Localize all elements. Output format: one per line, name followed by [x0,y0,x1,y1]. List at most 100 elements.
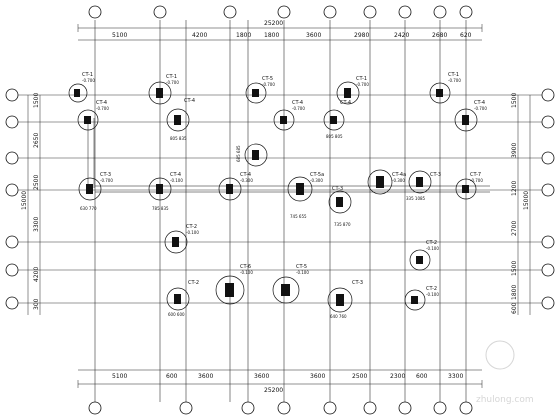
top-dim-5: 3600 [306,32,321,39]
footing-f8: CT-4 805 805 [323,100,351,139]
footing-dims: 785 835 [152,206,169,211]
footing-f25: CT-2 -0.100 [409,240,439,271]
footing-f4: CT-4 805 835 [166,98,195,141]
bottom-overall-dimension: 25200 [77,380,483,394]
footing-dims: 640 760 [330,314,347,319]
footing-elev: -0.700 [166,80,179,85]
footing-f11: CT-3 -0.700 630 770 [78,172,113,211]
grade-beams [87,118,490,193]
bottom-axis-bubbles [88,401,473,415]
footing-elev: -0.700 [100,178,113,183]
footing-dims: 735 870 [334,222,351,227]
right-axis-bubbles [541,88,555,310]
footing-dims: 805 835 [170,136,187,141]
footing-f17: CT-4a -0.300 [367,169,406,195]
footing-mark: CT-4 [340,100,351,106]
left-dim-4: 3300 [33,217,40,232]
right-dim-5: 1500 [511,261,518,276]
top-dim-2: 4200 [192,32,207,39]
footing-dims: 600 600 [168,312,185,317]
footing-f13: CT-4 -0.300 [218,172,253,201]
top-dim-4: 1800 [264,32,279,39]
footing-dims: 685 685 [236,145,241,162]
footing-f3: CT-1 -0.700 [148,74,179,105]
footing-elev: -0.700 [292,106,305,111]
top-dim-1: 5100 [112,32,127,39]
footing-mark: CT-5a [310,172,324,178]
top-overall-dim-text: 25200 [264,20,283,27]
footing-f14: 685 685 [236,143,268,167]
footing-elev: -0.700 [448,78,461,83]
left-dim-3: 2500 [33,175,40,190]
right-overall-dim: 15000 [523,191,530,210]
footing-elev: -0.100 [426,246,439,251]
footing-mark: CT-6 [240,264,251,270]
footing-mark: CT-3 [430,172,441,178]
footing-elev: -0.700 [82,78,95,83]
bottom-dim-6: 2500 [352,373,367,380]
footing-mark: CT-2 [188,280,199,286]
top-dim-3: 1800 [236,32,251,39]
bottom-dim-7: 2300 [390,373,405,380]
top-dim-6: 2980 [354,32,369,39]
top-dim-7: 2420 [394,32,409,39]
bottom-segment-dimensions: 5100 600 3600 3600 3600 2500 2300 600 33… [78,369,482,380]
footing-f18: CT-3 335 1085 [406,170,441,201]
footing-elev: -0.300 [240,178,253,183]
bottom-dim-1: 5100 [112,373,127,380]
footing-elev: -0.700 [262,82,275,87]
footing-elev: -0.100 [186,230,199,235]
footing-f19: CT-7 -0.700 [455,172,483,200]
watermark-text: zhulong.com [476,395,534,405]
footing-dims: 805 805 [326,134,343,139]
footing-f10: CT-4 -0.700 [454,100,487,132]
left-dim-5: 4200 [33,267,40,282]
left-axis-bubbles [5,88,19,310]
footing-mark: CT-3 [100,172,111,178]
footing-elev: -0.100 [426,292,439,297]
footing-dims: 335 1085 [406,196,426,201]
footing-f2: CT-4 -0.700 [77,100,109,131]
bottom-dim-3: 3600 [198,373,213,380]
footing-mark: CT-2 [186,224,197,230]
footing-mark: CT-4 [240,172,251,178]
horizontal-axis-lines [18,94,542,304]
footing-f23: CT-5 -0.100 [272,264,309,304]
footing-f20: CT-2 -0.100 [164,224,199,254]
bottom-dim-4: 3600 [254,373,269,380]
bottom-dim-5: 3600 [310,373,325,380]
footing-mark: CT-7 [470,172,481,178]
footing-mark: CT-3 [332,186,343,192]
right-dim-4: 2700 [511,221,518,236]
footing-mark: CT-1 [166,74,177,80]
footing-elev: -0.300 [392,178,405,183]
right-dim-3: 1200 [511,181,518,196]
footing-f21: CT-2 600 600 [166,280,199,317]
footing-elev: -0.700 [470,178,483,183]
footing-mark: CT-5 [296,264,307,270]
footing-mark: CT-5 [262,76,273,82]
footing-elev: -0.100 [296,270,309,275]
footing-mark: CT-4a [392,172,406,178]
bottom-dim-8: 600 [416,373,428,380]
footing-dims: 745 655 [290,214,307,219]
bottom-overall-dim-text: 25200 [264,387,283,394]
footing-elev: -0.700 [96,106,109,111]
left-dim-6: 300 [33,298,40,310]
footing-mark: CT-2 [426,240,437,246]
left-overall-dim: 15000 [21,191,28,210]
footing-mark: CT-4 [292,100,303,106]
footing-elev: -0.700 [356,82,369,87]
footing-mark: CT-3 [352,280,363,286]
right-dim-6: 1800 [511,285,518,300]
right-dim-1: 1500 [511,93,518,108]
footing-dims: 630 770 [80,206,97,211]
right-dim-2: 3900 [511,143,518,158]
right-dim-7: 600 [511,302,518,314]
footing-f16: CT-3 735 870 [328,186,352,227]
footing-mark: CT-1 [82,72,93,78]
right-dimensions: 1500 3900 1200 2700 1500 1800 600 15000 [511,93,531,315]
top-segment-dimensions: 5100 4200 1800 1800 3600 2980 2420 2680 … [78,32,482,41]
left-dimensions: 1500 2650 2500 3300 4200 300 15000 [21,93,41,315]
